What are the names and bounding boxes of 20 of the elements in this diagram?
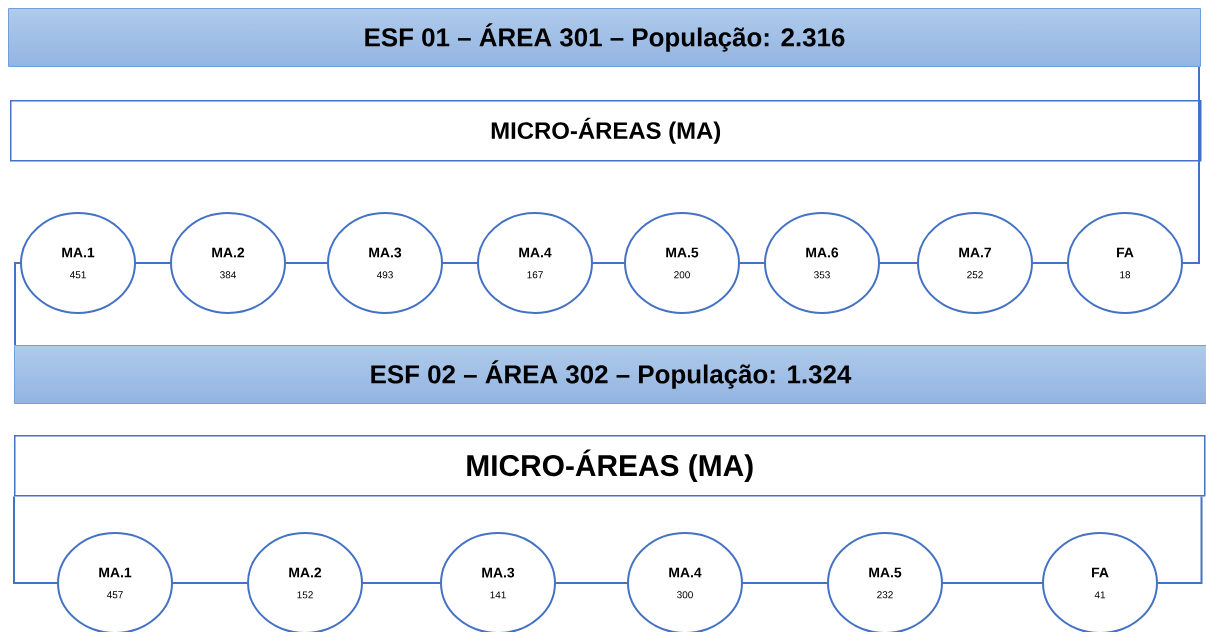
connector-line — [1182, 66, 1200, 264]
connector-line — [172, 582, 248, 584]
connector-line — [879, 262, 918, 264]
connector-line — [739, 262, 765, 264]
header-bar: ESF 02 – ÁREA 302 – População: 1.324 — [14, 345, 1206, 404]
connector-line — [942, 582, 1043, 584]
connector-line — [592, 262, 625, 264]
connector-line — [135, 262, 171, 264]
header-bar: ESF 01 – ÁREA 301 – População: 2.316 — [8, 8, 1201, 67]
connector-line — [14, 262, 21, 346]
section-box: MICRO-ÁREAS (MA) — [14, 435, 1206, 497]
connector-line — [285, 262, 328, 264]
section-box: MICRO-ÁREAS (MA) — [10, 100, 1202, 162]
connector-line — [13, 495, 58, 584]
connector-line — [555, 582, 628, 584]
connector-line — [742, 582, 828, 584]
connector-line — [442, 262, 478, 264]
connector-line — [362, 582, 441, 584]
connector-line — [1157, 495, 1203, 584]
connector-line — [1032, 262, 1068, 264]
